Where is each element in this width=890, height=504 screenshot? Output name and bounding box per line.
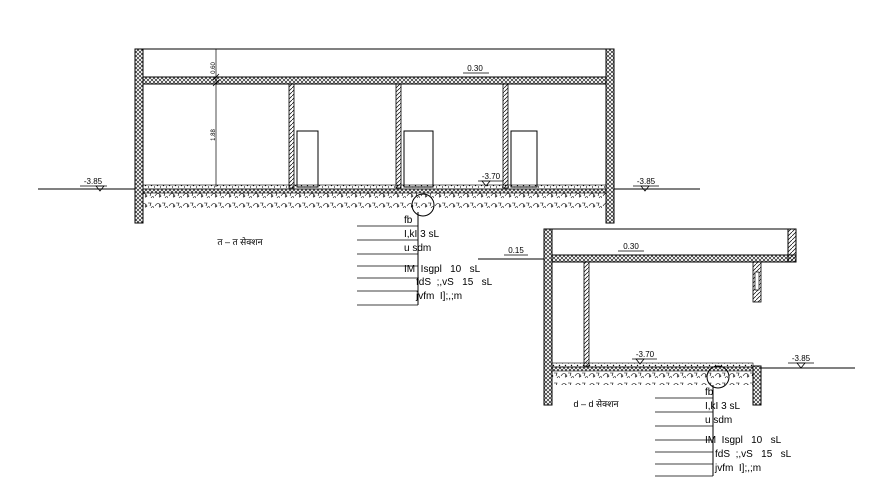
dim-parapet-label: 0.60	[211, 62, 217, 74]
section-2-callout-circle	[706, 365, 730, 389]
layer-2-text-2: u sdm	[705, 415, 732, 426]
section-2-caption: d – d सेक्शन	[574, 398, 620, 409]
layer-1-text-3: IM Isgpl 10 sL	[404, 264, 481, 275]
dim-tick-1	[212, 73, 220, 87]
detail-callout-circle	[411, 193, 435, 217]
section-2-wall-left	[543, 228, 553, 406]
internal-wall-3	[502, 83, 509, 189]
section-2-internal-wall	[583, 261, 590, 367]
layer-2-text-3: IM Isgpl 10 sL	[705, 435, 782, 446]
layer-1-text-0: fb	[404, 215, 413, 226]
floor-base	[142, 188, 607, 194]
section-2-floor-finish	[551, 362, 754, 368]
layer-2-text-4: fdS ;,vS 15 sL	[715, 449, 792, 460]
layer-2-text-0: fb	[705, 387, 714, 398]
section-2: 0.30 0.15 -3.70 -3.85 fb I,kI 3 sL u sdm…	[478, 228, 855, 477]
section-2-roof-slab	[551, 254, 797, 263]
outer-wall-right	[605, 48, 615, 224]
section-1: 0.60 1.88 0.30 -3.85 -3.70 -3.85 fb I,kI	[38, 48, 700, 306]
outer-wall-left	[134, 48, 144, 224]
section-2-window	[754, 271, 760, 291]
section-2-wall-right-lower	[752, 365, 762, 406]
level-floor-marker	[481, 180, 491, 187]
layer-1-text-5: jvfm I];,;m	[415, 291, 462, 302]
layer-callout-2: fb I,kI 3 sL u sdm IM Isgpl 10 sL fdS ;,…	[655, 385, 792, 477]
door-3	[510, 130, 538, 188]
section-2-dim-top-label: 0.15	[508, 246, 524, 255]
door-2	[403, 130, 434, 188]
layer-1-text-1: I,kI 3 sL	[404, 229, 439, 240]
door-1	[296, 130, 319, 188]
internal-wall-1	[288, 83, 295, 189]
section-2-level-right-label: -3.85	[792, 354, 811, 363]
soil-fill	[143, 193, 606, 208]
section-1-caption: त – त सेक्शन	[217, 236, 263, 247]
section-2-level-floor-marker	[635, 358, 645, 365]
floor-finish	[142, 184, 607, 190]
layer-2-text-1: I,kI 3 sL	[705, 401, 740, 412]
dim-height-label: 1.88	[211, 129, 217, 141]
level-right-label: -3.85	[637, 177, 656, 186]
section-2-level-right-marker	[796, 362, 806, 369]
section-2-dim-slab-label: 0.30	[623, 242, 639, 251]
level-left-marker	[95, 185, 105, 192]
internal-wall-2	[395, 83, 402, 189]
level-right-marker	[640, 185, 650, 192]
layer-2-text-5: jvfm I];,;m	[714, 463, 761, 474]
layer-1-text-4: fdS ;,vS 15 sL	[416, 277, 493, 288]
section-2-level-floor-label: -3.70	[636, 350, 655, 359]
roof-slab	[142, 76, 607, 85]
dim-slab-label: 0.30	[467, 64, 483, 73]
layer-1-text-2: u sdm	[404, 243, 431, 254]
section-2-soil-fill	[552, 371, 753, 385]
level-left-label: -3.85	[84, 177, 103, 186]
level-floor-label: -3.70	[482, 172, 501, 181]
layer-callout-1: fb I,kI 3 sL u sdm IM Isgpl 10 sL fdS ;,…	[357, 212, 493, 306]
